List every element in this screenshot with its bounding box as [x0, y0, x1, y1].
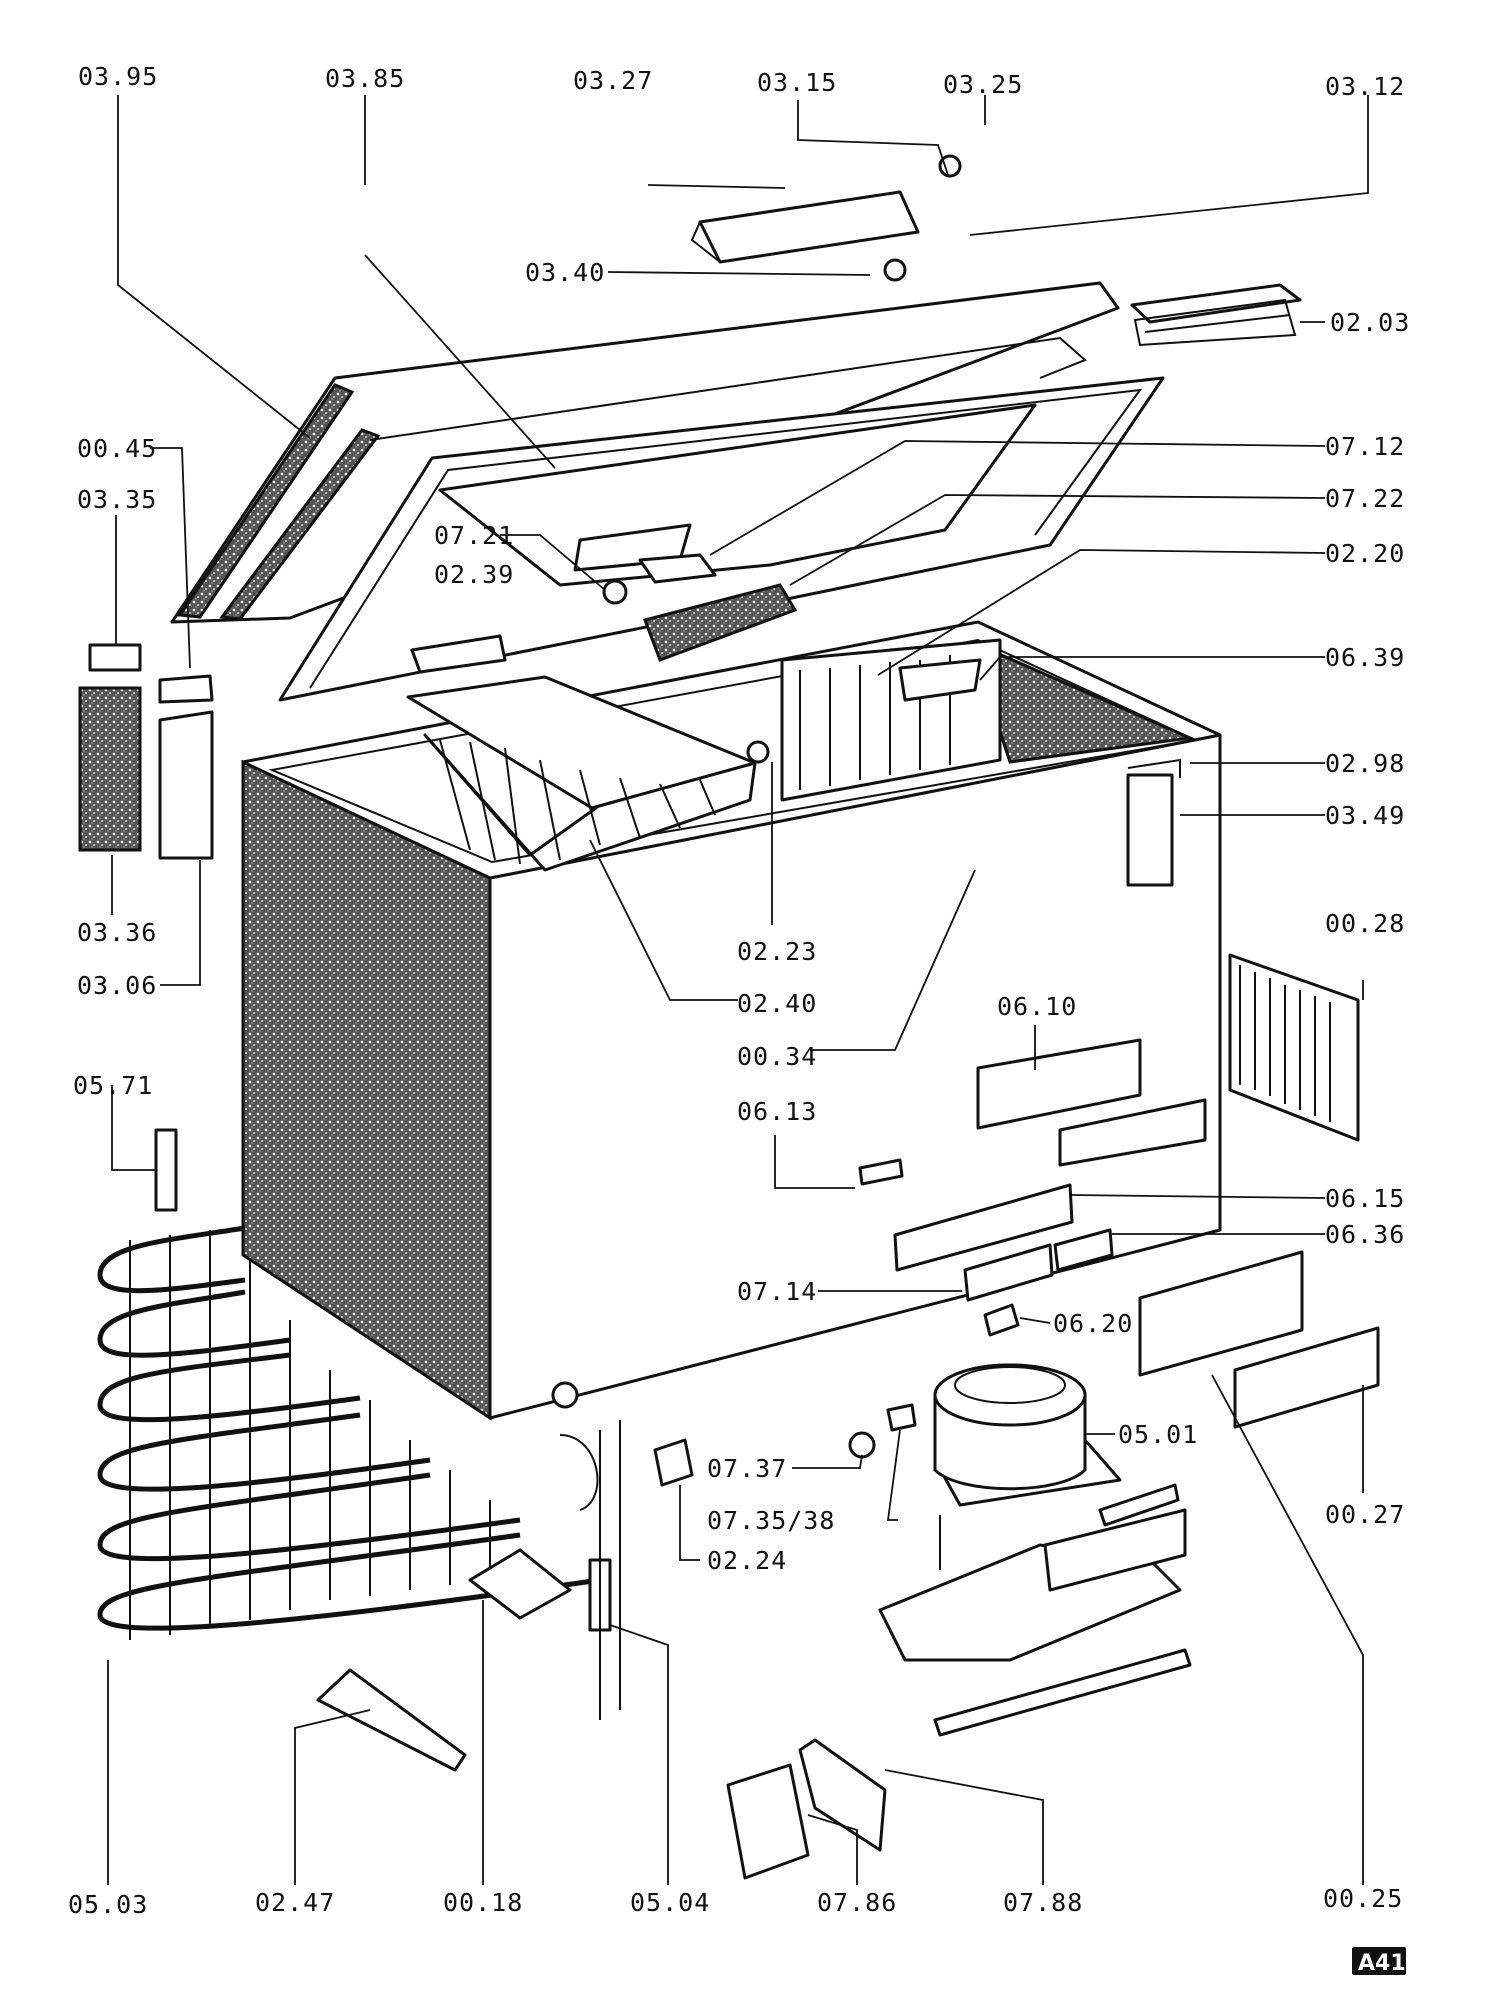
- label-03-15: 03.15: [757, 68, 837, 97]
- light-switch: [638, 553, 717, 584]
- diagram-badge: A41: [1352, 1947, 1406, 1976]
- label-03-40: 03.40: [525, 258, 605, 287]
- label-07-35-38: 07.35/38: [707, 1506, 835, 1535]
- light-cover-grille: [643, 583, 798, 662]
- label-06-36: 06.36: [1325, 1220, 1405, 1249]
- clamp: [1098, 1483, 1180, 1527]
- label-03-36: 03.36: [77, 918, 157, 947]
- right-side-parts: [858, 758, 1380, 1429]
- drain-plug: [551, 1381, 579, 1409]
- lid-side-gasket: [177, 383, 355, 619]
- lock-03-40: [883, 258, 907, 282]
- label-03-12: 03.12: [1325, 72, 1405, 101]
- label-02-47: 02.47: [255, 1888, 335, 1917]
- label-02-23: 02.23: [737, 937, 817, 966]
- bracket-02-24: [653, 1438, 694, 1487]
- label-06-13: 06.13: [737, 1097, 817, 1126]
- wire-basket-02-40: [406, 675, 770, 872]
- compressor-mount: [1043, 1508, 1187, 1592]
- condenser-coil-05-03: [97, 1225, 601, 1640]
- bracket-06-13: [858, 1158, 904, 1186]
- part-labels: 03.95 03.85 03.27 03.15 03.25 03.12 03.4…: [68, 62, 1410, 1919]
- leader-lines: [107, 95, 1369, 1885]
- lid-inner-gasket: [219, 428, 381, 621]
- label-00-34: 00.34: [737, 1042, 817, 1071]
- drain-tray-02-47: [316, 1668, 467, 1772]
- label-06-20: 06.20: [1053, 1309, 1133, 1338]
- hinge-housing-03-27: [698, 190, 920, 264]
- basket-stop-02-23: [746, 740, 770, 764]
- label-07-22: 07.22: [1325, 484, 1405, 513]
- label-00-45: 00.45: [77, 434, 157, 463]
- control-box-06-10: [976, 1038, 1142, 1130]
- lid-small-parts: [410, 154, 1302, 674]
- label-02-24: 02.24: [707, 1546, 787, 1575]
- light-module-06-39: [898, 658, 982, 702]
- label-07-21: 07.21: [434, 521, 514, 550]
- label-05-03: 05.03: [68, 1890, 148, 1919]
- key-03-25: [938, 154, 962, 178]
- bottom-parts: [316, 1381, 1192, 1880]
- label-07-37: 07.37: [707, 1454, 787, 1483]
- label-02-20: 02.20: [1325, 539, 1405, 568]
- frame-07-88: [798, 1738, 887, 1852]
- switch-07-14: [963, 1243, 1054, 1302]
- label-07-86: 07.86: [817, 1888, 897, 1917]
- label-03-49: 03.49: [1325, 801, 1405, 830]
- label-03-35: 03.35: [77, 485, 157, 514]
- label-03-25: 03.25: [943, 70, 1023, 99]
- label-03-95: 03.95: [78, 62, 158, 91]
- rail: [933, 1648, 1192, 1737]
- label-00-25: 00.25: [1323, 1884, 1403, 1913]
- label-03-06: 03.06: [77, 971, 157, 1000]
- hinge-03-49: [1126, 773, 1174, 887]
- label-02-39: 02.39: [434, 560, 514, 589]
- relay-07-37: [848, 1431, 876, 1459]
- label-03-27: 03.27: [573, 66, 653, 95]
- label-07-12: 07.12: [1325, 432, 1405, 461]
- label-00-18: 00.18: [443, 1888, 523, 1917]
- hinge-cap-03-35: [88, 643, 142, 672]
- glass-00-27: [1233, 1326, 1380, 1429]
- rear-grille-00-28: [1228, 953, 1360, 1142]
- label-06-10: 06.10: [997, 992, 1077, 1021]
- left-hinge-parts: [78, 643, 214, 1212]
- hinge-body-03-06: [158, 710, 214, 860]
- clip-05-71: [154, 1128, 178, 1212]
- plate-00-18: [468, 1548, 572, 1620]
- lamp-07-21: [602, 579, 628, 605]
- label-02-03: 02.03: [1330, 308, 1410, 337]
- label-06-39: 06.39: [1325, 643, 1405, 672]
- hinge-cover-03-36: [78, 686, 142, 852]
- sensor-06-20: [983, 1303, 1020, 1337]
- ice-tray-02-03: [1130, 283, 1302, 324]
- lid-handle-02-39: [410, 634, 507, 674]
- label-05-71: 05.71: [73, 1071, 153, 1100]
- clip-00-45: [158, 674, 214, 704]
- label-00-27: 00.27: [1325, 1500, 1405, 1529]
- indicator-06-36: [1053, 1228, 1114, 1272]
- label-03-85: 03.85: [325, 64, 405, 93]
- label-02-98: 02.98: [1325, 749, 1405, 778]
- panel-06-15: [1058, 1098, 1207, 1167]
- label-05-04: 05.04: [630, 1888, 710, 1917]
- door-00-25: [1138, 1250, 1304, 1377]
- label-00-28: 00.28: [1325, 909, 1405, 938]
- label-06-15: 06.15: [1325, 1184, 1405, 1213]
- label-02-40: 02.40: [737, 989, 817, 1018]
- label-05-01: 05.01: [1118, 1420, 1198, 1449]
- label-07-14: 07.14: [737, 1277, 817, 1306]
- panel-frame-06-15: [893, 1183, 1074, 1272]
- overload-07-35-38: [886, 1403, 917, 1432]
- filter-07-86: [726, 1763, 810, 1880]
- compressor-05-01: [848, 1363, 1180, 1570]
- label-07-88: 07.88: [1003, 1888, 1083, 1917]
- diagram-badge-text: A41: [1358, 1951, 1406, 1976]
